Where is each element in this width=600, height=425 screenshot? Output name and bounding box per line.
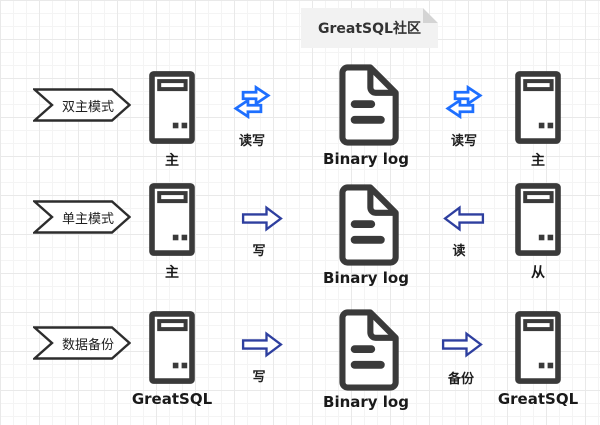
arrow-right-icon xyxy=(238,205,286,232)
arrow-label: 写 xyxy=(252,370,266,385)
node-label: 主 xyxy=(531,153,545,169)
node-label: Binary log xyxy=(323,269,409,287)
mode-shape-row1: 双主模式 xyxy=(33,88,131,122)
arrow-label: 读 xyxy=(452,244,466,259)
mode-label: 双主模式 xyxy=(61,99,114,115)
node-label: 主 xyxy=(165,153,179,169)
arrow-right-icon xyxy=(238,331,286,358)
node-label: Binary log xyxy=(323,393,409,411)
server-icon xyxy=(514,309,562,386)
arrow-label: 读写 xyxy=(450,134,478,149)
node-label: Binary log xyxy=(323,150,409,168)
document-icon xyxy=(330,184,402,266)
arrow-label: 读写 xyxy=(238,134,266,149)
node-label: GreatSQL xyxy=(497,390,579,408)
arrow-left-icon xyxy=(440,205,488,232)
mode-label: 数据备份 xyxy=(61,337,114,353)
sync-arrows-icon xyxy=(445,85,483,119)
arrow-label: 写 xyxy=(252,244,266,259)
title-note: GreatSQL社区 xyxy=(301,8,438,48)
mode-label: 单主模式 xyxy=(61,211,114,227)
node-label: 主 xyxy=(165,265,179,281)
arrow-label: 备份 xyxy=(447,372,475,387)
node-label: 从 xyxy=(531,265,545,281)
server-icon xyxy=(148,309,196,386)
document-icon xyxy=(330,64,402,146)
server-icon xyxy=(514,181,562,258)
mode-shape-row3: 数据备份 xyxy=(33,326,131,360)
server-icon xyxy=(148,69,196,146)
server-icon xyxy=(148,181,196,258)
note-fold-corner-icon xyxy=(423,8,438,23)
diagram-title: GreatSQL社区 xyxy=(318,21,421,37)
server-icon xyxy=(514,69,562,146)
node-label: GreatSQL xyxy=(131,390,213,408)
document-icon xyxy=(330,309,402,391)
mode-shape-row2: 单主模式 xyxy=(33,200,131,234)
arrow-right-icon xyxy=(438,331,486,358)
sync-arrows-icon xyxy=(233,85,271,119)
